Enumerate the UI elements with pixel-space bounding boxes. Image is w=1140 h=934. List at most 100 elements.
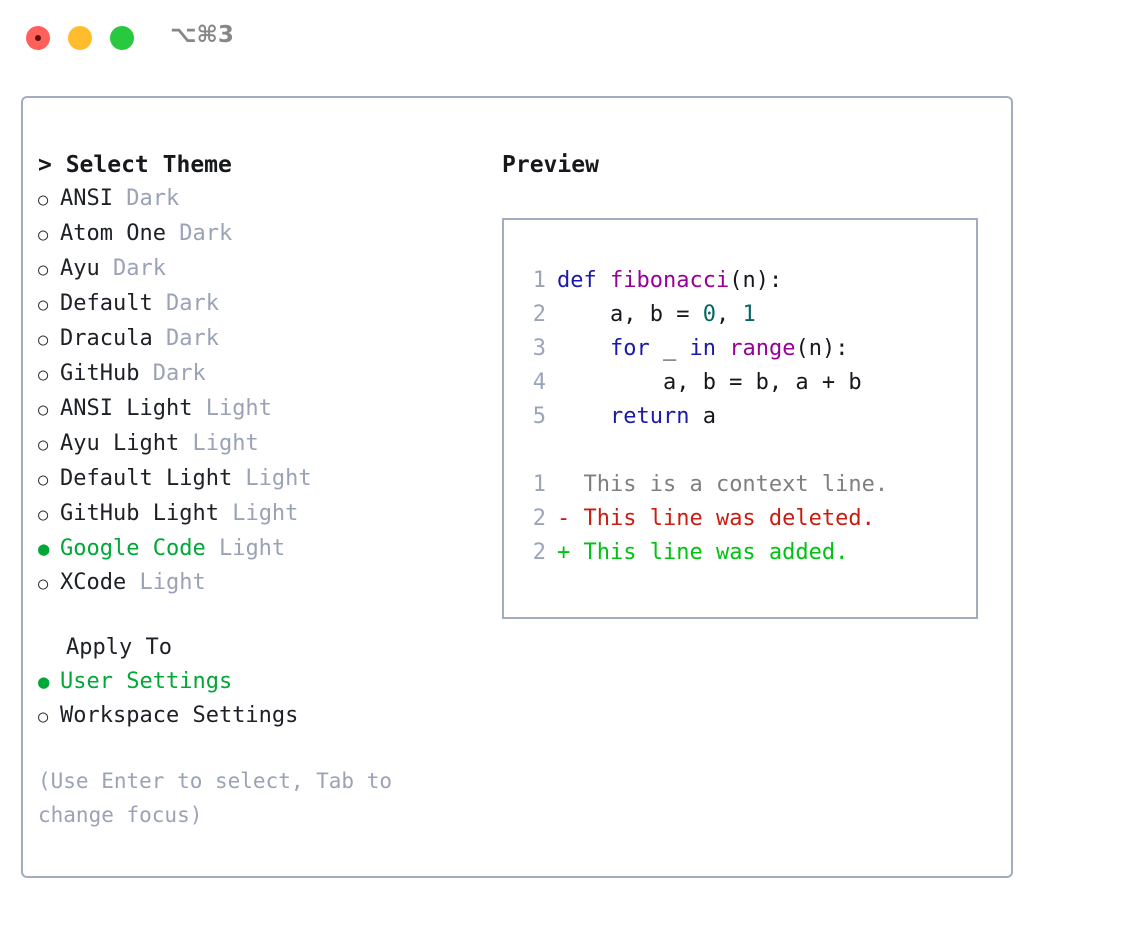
code-token: return bbox=[609, 404, 690, 429]
minimize-button[interactable] bbox=[68, 26, 92, 50]
theme-option-label: GitHub Light bbox=[60, 501, 219, 526]
radio-unselected-icon[interactable]: ○ bbox=[38, 435, 49, 455]
line-number: 5 bbox=[532, 404, 546, 429]
code-line: 4 a, b = b, a + b bbox=[516, 366, 976, 400]
radio-unselected-icon[interactable]: ○ bbox=[38, 365, 49, 385]
theme-option-kind: Light bbox=[232, 466, 312, 491]
line-number: 1 bbox=[532, 472, 546, 497]
theme-option-label: Dracula bbox=[60, 326, 153, 351]
apply-to-list[interactable]: ● User Settings ○ Workspace Settings bbox=[38, 665, 478, 734]
radio-unselected-icon[interactable]: ○ bbox=[38, 470, 49, 490]
line-number: 1 bbox=[532, 268, 546, 293]
code-line: 3 for _ in range(n): bbox=[516, 332, 976, 366]
code-token: fibonacci bbox=[609, 268, 730, 293]
diff-line: 2- This line was deleted. bbox=[516, 502, 976, 536]
code-token: 0 bbox=[702, 302, 716, 327]
zoom-button[interactable] bbox=[110, 26, 134, 50]
radio-unselected-icon[interactable]: ○ bbox=[38, 400, 49, 420]
code-line: 2 a, b = 0, 1 bbox=[516, 298, 976, 332]
theme-option-label: ANSI bbox=[60, 186, 113, 211]
theme-option[interactable]: ● Google Code Light bbox=[38, 532, 478, 566]
window-controls bbox=[26, 26, 134, 50]
radio-unselected-icon[interactable]: ○ bbox=[38, 707, 49, 727]
radio-unselected-icon[interactable]: ○ bbox=[38, 225, 49, 245]
theme-option[interactable]: ○Atom One Dark bbox=[38, 217, 478, 252]
code-token: _ bbox=[649, 336, 690, 361]
apply-to-option-label: Workspace Settings bbox=[60, 703, 299, 728]
diff-sample: 1 This is a context line.2- This line wa… bbox=[516, 468, 976, 570]
theme-option[interactable]: ○ GitHub Light Light bbox=[38, 497, 478, 532]
radio-unselected-icon[interactable]: ○ bbox=[38, 574, 49, 594]
theme-option[interactable]: ○ XCode Light bbox=[38, 566, 478, 601]
theme-option-kind: Dark bbox=[152, 291, 219, 316]
radio-unselected-icon[interactable]: ○ bbox=[38, 505, 49, 525]
code-token: a bbox=[689, 404, 716, 429]
close-button[interactable] bbox=[26, 26, 50, 50]
theme-option-kind: Light bbox=[179, 431, 259, 456]
diff-sign bbox=[557, 468, 570, 502]
theme-option-kind: Dark bbox=[112, 186, 180, 211]
theme-option[interactable]: ○ Ayu Dark bbox=[38, 252, 478, 287]
list-spacer bbox=[38, 601, 478, 631]
code-token: def bbox=[557, 268, 610, 293]
theme-option-label: Atom One bbox=[60, 221, 166, 246]
code-line: 5 return a bbox=[516, 400, 976, 434]
code-token bbox=[557, 332, 610, 366]
theme-option-kind: Light bbox=[205, 536, 286, 561]
theme-option-kind: Dark bbox=[99, 256, 166, 281]
dialog-frame: > Select Theme ○ANSI Dark○Atom One Dark○… bbox=[21, 96, 1013, 878]
diff-sign: + bbox=[557, 540, 571, 565]
diff-line: 2+ This line was added. bbox=[516, 536, 976, 570]
theme-option-kind: Dark bbox=[139, 361, 206, 386]
code-token: a, b = bbox=[557, 302, 703, 327]
theme-option-kind: Light bbox=[126, 570, 206, 595]
theme-option-label: Ayu bbox=[60, 256, 100, 281]
theme-option-kind: Dark bbox=[152, 326, 219, 351]
diff-text: This is a context line. bbox=[570, 472, 889, 497]
code-token: (n): bbox=[729, 268, 783, 293]
theme-option-label: ANSI Light bbox=[60, 396, 193, 421]
code-token: a, b = b, a + b bbox=[557, 370, 862, 395]
theme-option[interactable]: ○Ayu Light Light bbox=[38, 427, 478, 462]
apply-to-option[interactable]: ○ Workspace Settings bbox=[38, 699, 478, 734]
select-theme-heading: > Select Theme bbox=[38, 152, 232, 178]
radio-unselected-icon[interactable]: ○ bbox=[38, 260, 49, 280]
theme-option[interactable]: ○ Dracula Dark bbox=[38, 322, 478, 357]
theme-option-label: Default bbox=[60, 291, 153, 316]
theme-option[interactable]: ○GitHub Dark bbox=[38, 357, 478, 392]
keyboard-hint: (Use Enter to select, Tab to change focu… bbox=[38, 769, 393, 827]
code-line: 1 def fibonacci(n): bbox=[516, 264, 976, 298]
radio-unselected-icon[interactable]: ○ bbox=[38, 330, 49, 350]
theme-option[interactable]: ○ ANSI Light Light bbox=[38, 392, 478, 427]
code-token: (n): bbox=[795, 336, 849, 361]
apply-to-option[interactable]: ● User Settings bbox=[38, 665, 478, 699]
radio-selected-icon[interactable]: ● bbox=[38, 538, 50, 560]
line-number: 2 bbox=[532, 302, 546, 327]
apply-to-option-label: User Settings bbox=[60, 669, 233, 694]
diff-text: This line was deleted. bbox=[570, 506, 875, 531]
theme-option-label: Google Code bbox=[60, 536, 206, 561]
theme-option[interactable]: ○ Default Dark bbox=[38, 287, 478, 322]
theme-option-label: XCode bbox=[60, 570, 127, 595]
radio-selected-icon[interactable]: ● bbox=[38, 671, 50, 693]
radio-unselected-icon[interactable]: ○ bbox=[38, 295, 49, 315]
window-title-shortcut: ⌥⌘3 bbox=[170, 22, 234, 48]
preview-heading: Preview bbox=[502, 152, 599, 178]
theme-option[interactable]: ○ ANSI Dark bbox=[38, 182, 478, 217]
line-number: 4 bbox=[532, 370, 546, 395]
theme-option-kind: Light bbox=[192, 396, 272, 421]
title-bar: ⌥⌘3 bbox=[0, 0, 1140, 78]
code-token: 1 bbox=[742, 302, 756, 327]
line-number: 2 bbox=[532, 506, 546, 531]
theme-option-label: Default Light bbox=[60, 466, 233, 491]
theme-option[interactable]: ○ Default Light Light bbox=[38, 462, 478, 497]
theme-list[interactable]: ○ ANSI Dark ○ Atom One Dark ○ Ayu Dark ○ Defaul… bbox=[38, 182, 478, 601]
radio-unselected-icon[interactable]: ○ bbox=[38, 190, 49, 210]
diff-line: 1 This is a context line. bbox=[516, 468, 976, 502]
code-token: for bbox=[609, 336, 650, 361]
theme-option-kind: Light bbox=[218, 501, 299, 526]
